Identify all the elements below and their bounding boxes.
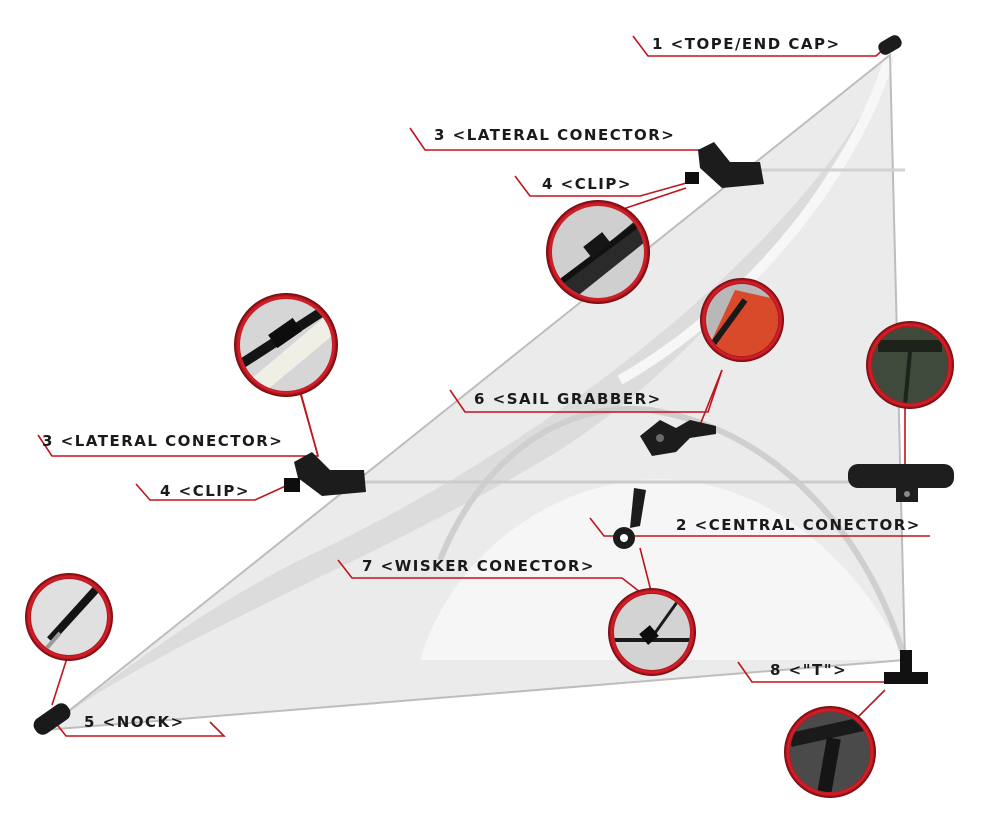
sail-grabber-part [640,420,716,456]
label-wisker-connector: 7 <WISKER CONECTOR> [362,557,595,575]
lens-lateral-top [546,200,650,304]
lens-sail-grabber [700,278,784,362]
lateral-connector-left-part [284,452,366,496]
top-end-cap-part [878,35,902,55]
lens-wisker-connector [608,588,696,676]
lens-central-connector [866,321,954,409]
central-connector-part [848,464,954,502]
label-central-connector: 2 <CENTRAL CONECTOR> [676,516,921,534]
label-clip-left: 4 <CLIP> [160,482,250,500]
label-lateral-connector-left: 3 <LATERAL CONECTOR> [42,432,284,450]
label-sail-grabber: 6 <SAIL GRABBER> [474,390,662,408]
lens-t-piece [784,706,876,798]
leader-lines [37,35,930,737]
label-top-end-cap: 1 <TOPE/END CAP> [652,35,841,53]
label-clip-top: 4 <CLIP> [542,175,632,193]
nock-part [33,703,71,735]
wisker-connector-part [613,488,646,549]
t-piece-part [884,650,928,684]
label-nock: 5 <NOCK> [84,713,185,731]
label-lateral-connector-top: 3 <LATERAL CONECTOR> [434,126,676,144]
label-t-piece: 8 <"T"> [770,661,848,679]
lens-nock [25,573,113,661]
lateral-connector-top-part [685,142,764,188]
lens-lateral-left [234,293,338,397]
